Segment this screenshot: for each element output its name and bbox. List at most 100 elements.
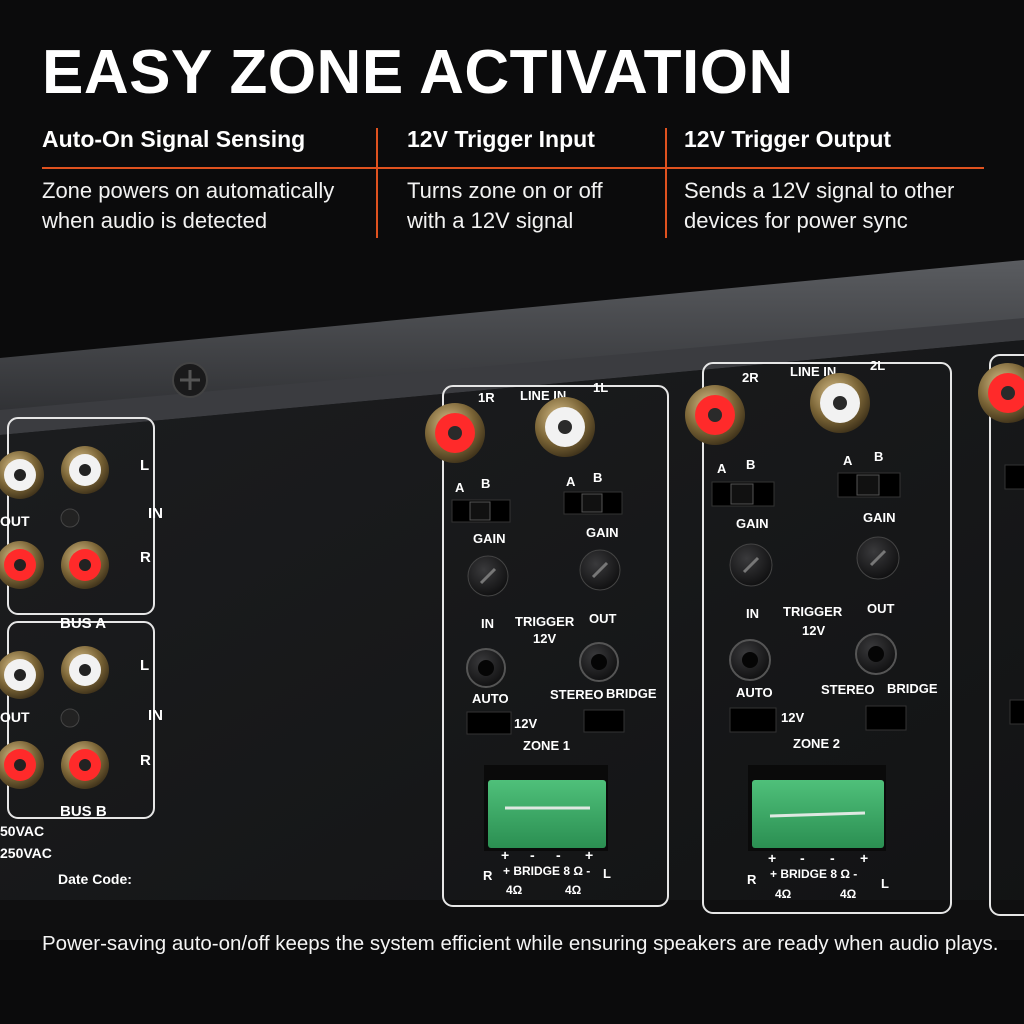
switch-a-label: A [717,461,727,476]
footer-caption: Power-saving auto-on/off keeps the syste… [42,932,999,955]
zone-outline [989,354,1024,916]
trigger-in-jack[interactable] [466,648,506,688]
terminal-plus: + [860,850,868,866]
trigger-label: TRIGGER [783,604,843,619]
ohm-label: 4Ω [840,887,857,901]
line-in-label: LINE IN [790,364,836,379]
zone-label: ZONE 2 [793,736,840,751]
feature-underline [666,167,984,169]
stereo-bridge-switch[interactable] [865,705,907,731]
gain-knob[interactable] [729,543,773,587]
switch-b-label: B [593,470,602,485]
feature-auto-on: Auto-On Signal Sensing Zone powers on au… [42,118,377,238]
zone-2-module: 2R LINE IN 2L A B A B GAIN GAIN IN TRIGG… [685,358,952,914]
bus-a-label: BUS A [60,615,106,632]
auto-label: AUTO [472,691,509,706]
gain-knob[interactable] [467,555,509,597]
trigger-in-label: IN [481,616,494,631]
trigger-out-label: OUT [867,601,895,616]
rca-jack-red[interactable] [978,363,1024,423]
bridge-label: BRIDGE [887,681,938,696]
gain-knob[interactable] [579,549,621,591]
feature-underline [377,167,665,169]
switch-12v-label: 12V [514,716,537,731]
feature-underline [42,167,377,169]
rca-jack-white[interactable] [0,451,44,499]
auto-12v-switch[interactable] [466,711,512,735]
bus-b-l-label: L [140,657,149,674]
date-code-label: Date Code: [58,871,132,887]
stereo-label: STEREO [821,682,874,697]
ab-switch-knob [856,474,880,496]
rca-jack-white[interactable] [810,373,870,433]
trigger-out-label: OUT [589,611,617,626]
channel-label: 1R [478,390,495,405]
switch-a-label: A [843,453,853,468]
gain-knob[interactable] [856,536,900,580]
chassis-lip [0,318,1024,435]
bus-b-in-label: IN [148,707,163,724]
stereo-label: STEREO [550,687,603,702]
column-divider [376,128,378,238]
terminal-plus: + [768,850,776,866]
terminal-minus: - [800,850,805,866]
trigger-out-jack[interactable] [579,642,619,682]
switch-a-label: A [566,474,576,489]
trigger-out-jack[interactable] [855,633,897,675]
channel-label: 2R [742,370,759,385]
screw-icon [60,708,80,728]
feature-trigger-output: 12V Trigger Output Sends a 12V signal to… [666,118,984,238]
rca-jack-red[interactable] [0,741,44,789]
ab-switch-knob [469,501,491,521]
trigger-label: TRIGGER [515,614,575,629]
switch-b-label: B [746,457,755,472]
gain-label: GAIN [473,531,506,546]
gain-label: GAIN [736,516,769,531]
channel-label: 2L [870,358,885,373]
rca-jack-red[interactable] [61,741,109,789]
bridge-label: BRIDGE [606,686,657,701]
switch-12v-label: 12V [781,710,804,725]
ab-switch[interactable] [1004,464,1024,490]
rca-jack-white[interactable] [61,646,109,694]
terminal-screw-bar [769,811,866,818]
rca-jack-red[interactable] [425,403,485,463]
column-divider [665,128,667,238]
bus-a-outline [7,417,155,615]
speaker-terminal[interactable] [488,780,606,848]
zone-outline [702,362,952,914]
vac-label: 50VAC [0,823,44,839]
feature-title: Auto-On Signal Sensing [42,126,306,152]
rca-jack-white[interactable] [61,446,109,494]
rca-jack-white[interactable] [0,651,44,699]
headline: EASY ZONE ACTIVATION [42,38,794,107]
vac-label: 250VAC [0,845,52,861]
bridge-terminal-label: + BRIDGE 8 Ω - [770,867,857,881]
rca-jack-white[interactable] [535,397,595,457]
channel-label: 1L [593,380,608,395]
rca-jack-red[interactable] [61,541,109,589]
gain-label: GAIN [586,525,619,540]
amplifier-panel-illustration: L R IN OUT BUS A L R IN OUT BUS B 50VAC … [0,260,1024,940]
auto-12v-switch[interactable] [1009,699,1024,725]
gain-label: GAIN [863,510,896,525]
ohm-label: 4Ω [775,887,792,901]
amplifier-rear-panel: L R IN OUT BUS A L R IN OUT BUS B 50VAC … [0,260,1024,940]
trigger-in-jack[interactable] [729,639,771,681]
rca-jack-red[interactable] [685,385,745,445]
zone-label: ZONE 1 [523,738,570,753]
terminal-l-label: L [881,876,889,891]
stereo-bridge-switch[interactable] [583,709,625,733]
trigger-voltage-label: 12V [533,631,556,646]
ohm-label: 4Ω [565,883,582,897]
ab-switch-knob [730,483,754,505]
rca-jack-red[interactable] [0,541,44,589]
auto-12v-switch[interactable] [729,707,777,733]
bus-a-l-label: L [140,457,149,474]
trigger-in-label: IN [746,606,759,621]
terminal-minus: - [830,850,835,866]
